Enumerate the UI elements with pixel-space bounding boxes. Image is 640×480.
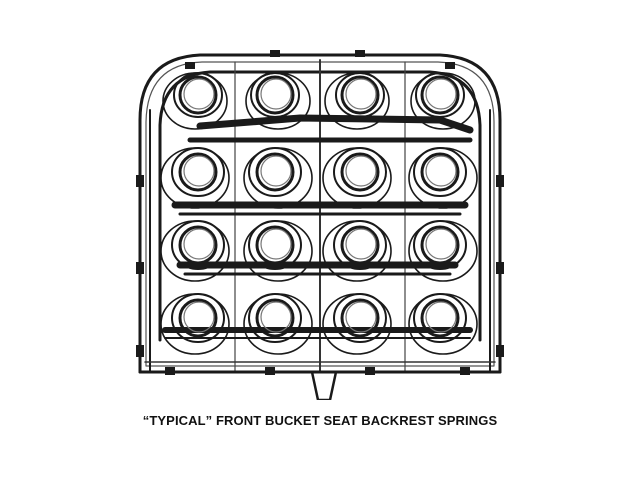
coil-spring (408, 147, 478, 209)
coil-spring (160, 220, 230, 282)
coil-spring (322, 293, 392, 355)
frame-clips (136, 50, 504, 375)
coil-spring (245, 72, 311, 130)
photo-caption: “TYPICAL” FRONT BUCKET SEAT BACKREST SPR… (142, 413, 498, 428)
coil-springs (160, 72, 478, 355)
outer-frame (138, 53, 502, 400)
coil-spring (162, 72, 228, 130)
coil-spring (243, 147, 313, 209)
coil-spring (243, 293, 313, 355)
coil-spring (243, 220, 313, 282)
coil-spring (322, 147, 392, 209)
coil-spring (160, 293, 230, 355)
seat-spring-photo (136, 50, 504, 400)
coil-spring (324, 72, 390, 130)
coil-spring (408, 293, 478, 355)
coil-spring (322, 220, 392, 282)
coil-spring (160, 147, 230, 209)
coil-spring (408, 220, 478, 282)
coil-spring (410, 72, 476, 130)
